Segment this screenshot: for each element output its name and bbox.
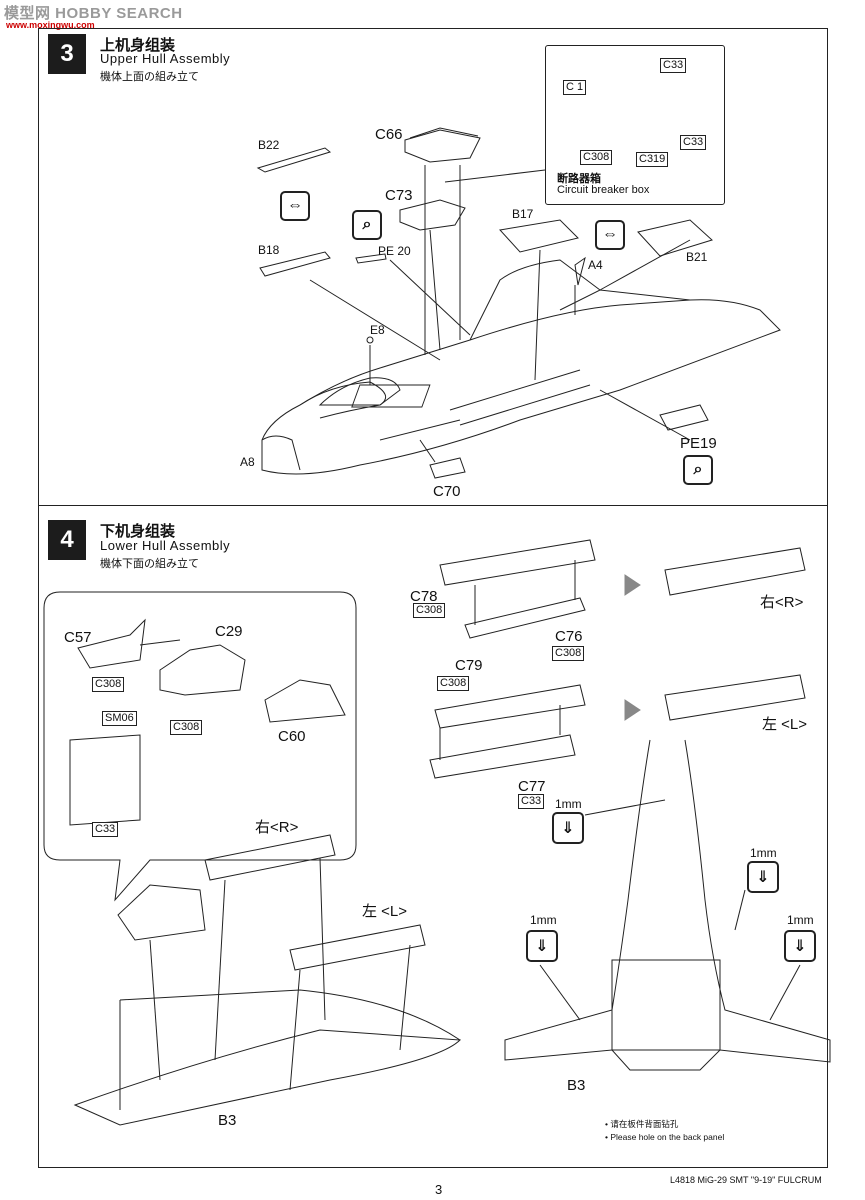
drill-icon: ⇓: [784, 930, 816, 962]
part-label-b3-right: B3: [567, 1077, 586, 1094]
part-label-c78: C78: [410, 588, 438, 605]
callout-label-c308: C308: [580, 150, 613, 165]
footer-product: L4818 MiG-29 SMT "9-19" FULCRUM: [670, 1175, 822, 1185]
part-label-right-2: 右<R>: [255, 819, 299, 836]
watermark-brand: 模型网 HOBBY SEARCH: [4, 5, 183, 22]
callout-title-en: Circuit breaker box: [557, 184, 650, 196]
circuit-breaker-callout: [545, 45, 725, 205]
part-label-c79: C79: [455, 657, 483, 674]
note-en: • Please hole on the back panel: [605, 1132, 725, 1142]
part-label-c33-b: C33: [518, 794, 545, 809]
callout-label-c319: C319: [636, 152, 669, 167]
double-arrow-icon: ⇔: [280, 191, 310, 221]
drill-size-label: 1mm: [750, 846, 777, 860]
callout-label-c33-top: C33: [660, 58, 687, 73]
part-label-a4: A4: [588, 258, 603, 272]
note-cn: • 请在板件背面钻孔: [605, 1119, 679, 1129]
part-label-b3-left: B3: [218, 1112, 237, 1129]
part-label-b18: B18: [258, 243, 280, 257]
note-cn-text: 请在板件背面钻孔: [610, 1119, 679, 1129]
part-label-c77: C77: [518, 778, 546, 795]
section-divider: [38, 505, 828, 506]
part-label-c70: C70: [433, 483, 461, 500]
magnifier-glue-icon: ⌕: [352, 210, 382, 240]
part-label-pe19: PE19: [680, 435, 717, 452]
drill-icon: ⇓: [526, 930, 558, 962]
callout-title-cn: 断路器箱: [557, 173, 601, 185]
step3-title-en: Upper Hull Assembly: [100, 51, 231, 66]
part-label-c76: C76: [555, 628, 583, 645]
part-label-b17: B17: [512, 207, 534, 221]
drill-size-label: 1mm: [530, 913, 557, 927]
page-number: 3: [435, 1182, 443, 1197]
part-label-c60: C60: [278, 728, 306, 745]
part-label-a8: A8: [240, 455, 255, 469]
callout-label-c1: C 1: [563, 80, 587, 95]
part-label-e8: E8: [370, 323, 385, 337]
part-label-sm06: SM06: [102, 711, 137, 726]
part-label-b22: B22: [258, 138, 280, 152]
part-label-b21: B21: [686, 250, 708, 264]
drill-size-label: 1mm: [787, 913, 814, 927]
watermark-url: www.moxingwu.com: [6, 20, 95, 30]
step4-title-en: Lower Hull Assembly: [100, 538, 231, 553]
part-label-c308-b: C308: [170, 720, 203, 735]
step-number-badge: 4: [48, 520, 86, 560]
part-label-c73: C73: [385, 187, 413, 204]
drill-icon: ⇓: [747, 861, 779, 893]
note-en-text: Please hole on the back panel: [610, 1132, 725, 1142]
part-label-c308-a: C308: [92, 677, 125, 692]
part-label-c29: C29: [215, 623, 243, 640]
part-label-pe20: PE 20: [378, 244, 411, 258]
step4-title-jp: 機体下面の組み立て: [100, 558, 199, 570]
part-label-c308-d: C308: [552, 646, 585, 661]
part-label-right-1: 右<R>: [760, 594, 804, 611]
drill-icon: ⇓: [552, 812, 584, 844]
part-label-left-1: 左 <L>: [762, 716, 808, 733]
step3-title-jp: 機体上面の組み立て: [100, 71, 199, 83]
part-label-c33-a: C33: [92, 822, 119, 837]
part-label-c66: C66: [375, 126, 403, 143]
part-label-c308-e: C308: [437, 676, 470, 691]
part-label-c57: C57: [64, 629, 92, 646]
part-label-c308-c: C308: [413, 603, 446, 618]
step4-title-cn: 下机身组装: [100, 523, 176, 540]
magnifier-glue-icon: ⌕: [683, 455, 713, 485]
drill-size-label: 1mm: [555, 797, 582, 811]
part-label-left-2: 左 <L>: [362, 903, 408, 920]
page-frame: [38, 28, 828, 1168]
double-arrow-icon: ⇔: [595, 220, 625, 250]
step-number-badge: 3: [48, 34, 86, 74]
step3-title-cn: 上机身组装: [100, 37, 176, 54]
callout-label-c33-right: C33: [680, 135, 707, 150]
